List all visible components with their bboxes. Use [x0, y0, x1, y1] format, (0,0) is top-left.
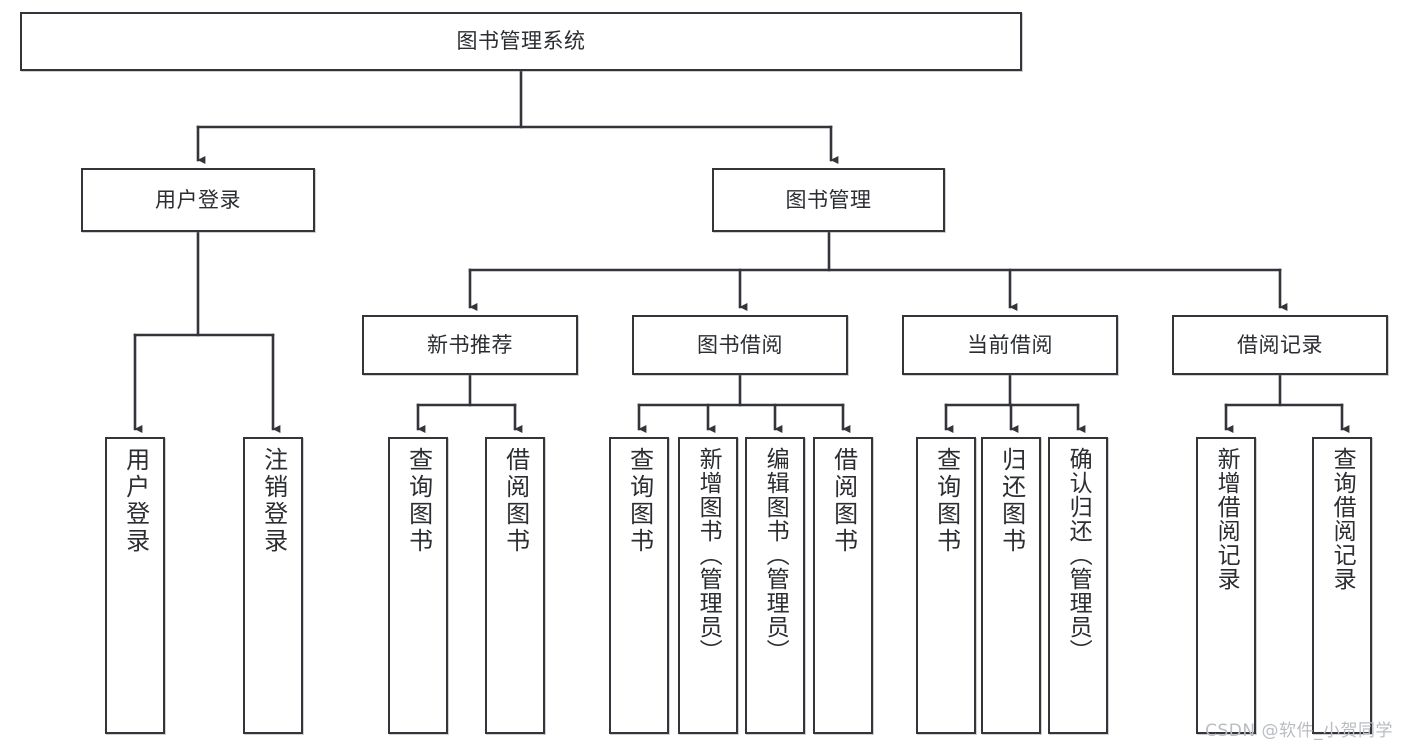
leaf-query-book-3-label: 查询图书: [932, 447, 961, 555]
leaf-add-book-admin-label: 新增图书（管理员）: [695, 447, 722, 663]
leaf-borrow-book-1[interactable]: 借阅图书: [485, 437, 545, 734]
leaf-query-book-1-label: 查询图书: [404, 447, 433, 555]
leaf-query-book-3[interactable]: 查询图书: [916, 437, 976, 734]
node-new-book-recommendation-label: 新书推荐: [427, 332, 513, 357]
leaf-add-book-admin[interactable]: 新增图书（管理员）: [678, 437, 738, 734]
leaf-query-book-2-label: 查询图书: [625, 447, 654, 555]
leaf-query-book-1[interactable]: 查询图书: [388, 437, 448, 734]
leaf-query-borrow-record[interactable]: 查询借阅记录: [1312, 437, 1372, 734]
leaf-add-borrow-record[interactable]: 新增借阅记录: [1196, 437, 1256, 734]
leaf-query-book-2[interactable]: 查询图书: [609, 437, 669, 734]
leaf-user-login[interactable]: 用户登录: [105, 437, 165, 734]
leaf-return-book-label: 归还图书: [997, 447, 1026, 555]
node-book-management[interactable]: 图书管理: [712, 168, 945, 232]
leaf-user-login-label: 用户登录: [121, 447, 150, 555]
node-current-borrowing-label: 当前借阅: [967, 332, 1053, 357]
leaf-query-borrow-record-label: 查询借阅记录: [1329, 447, 1356, 591]
leaf-borrow-book-2-label: 借阅图书: [829, 447, 858, 555]
leaf-edit-book-admin-label: 编辑图书（管理员）: [762, 447, 789, 663]
node-borrowing-records-label: 借阅记录: [1237, 332, 1323, 357]
leaf-return-book[interactable]: 归还图书: [981, 437, 1041, 734]
node-user-login[interactable]: 用户登录: [81, 168, 315, 232]
leaf-borrow-book-1-label: 借阅图书: [501, 447, 530, 555]
node-book-borrowing-label: 图书借阅: [697, 332, 783, 357]
leaf-logout[interactable]: 注销登录: [243, 437, 303, 734]
leaf-add-borrow-record-label: 新增借阅记录: [1213, 447, 1240, 591]
node-root-label: 图书管理系统: [456, 29, 586, 54]
node-root-system[interactable]: 图书管理系统: [20, 12, 1022, 71]
node-book-borrowing[interactable]: 图书借阅: [632, 315, 848, 375]
node-borrowing-records[interactable]: 借阅记录: [1172, 315, 1388, 375]
node-current-borrowing[interactable]: 当前借阅: [902, 315, 1118, 375]
leaf-confirm-return-admin-label: 确认归还（管理员）: [1065, 447, 1092, 663]
node-user-login-label: 用户登录: [155, 187, 241, 212]
leaf-borrow-book-2[interactable]: 借阅图书: [813, 437, 873, 734]
node-new-book-recommendation[interactable]: 新书推荐: [362, 315, 578, 375]
leaf-logout-label: 注销登录: [259, 447, 288, 555]
leaf-edit-book-admin[interactable]: 编辑图书（管理员）: [745, 437, 805, 734]
node-book-management-label: 图书管理: [785, 187, 872, 212]
leaf-confirm-return-admin[interactable]: 确认归还（管理员）: [1048, 437, 1108, 734]
